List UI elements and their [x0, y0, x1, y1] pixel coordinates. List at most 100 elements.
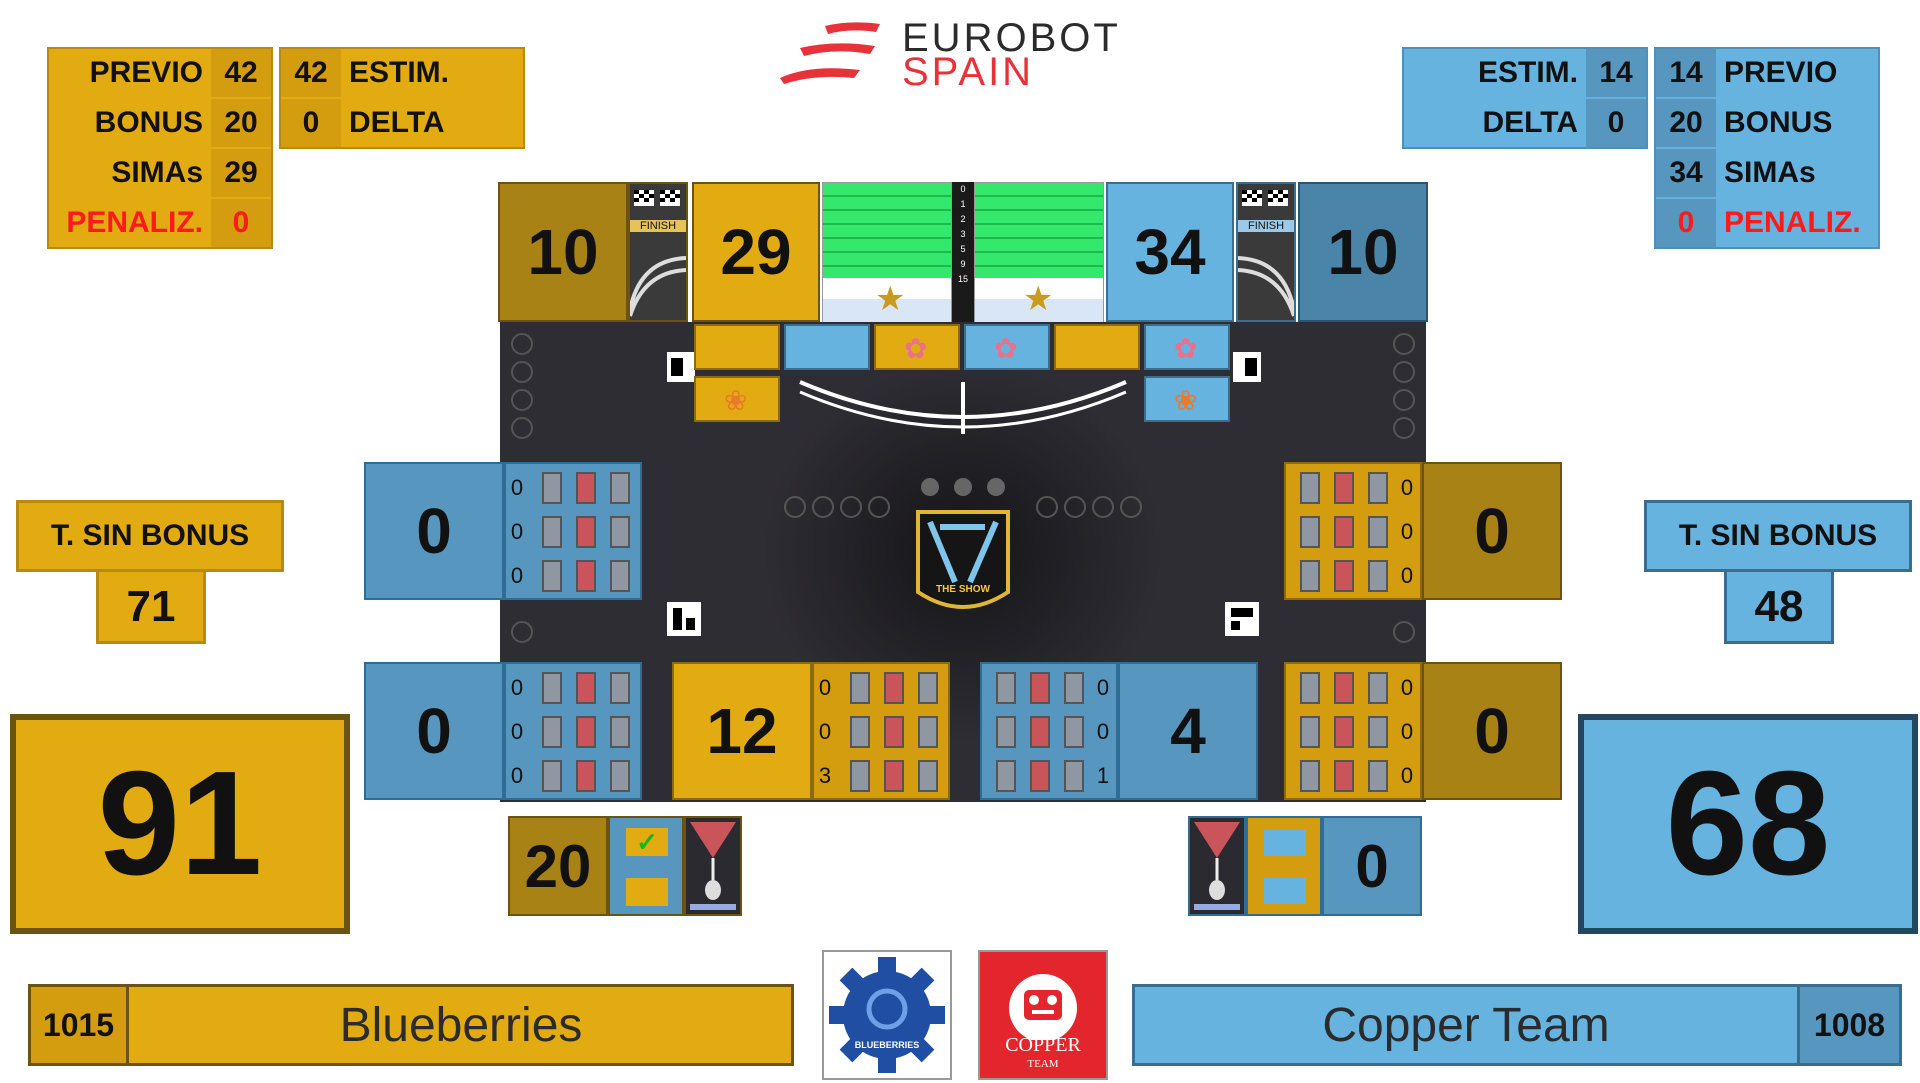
flower-icon: ❀ — [1174, 385, 1198, 416]
right-estim-value: 14 — [1586, 49, 1646, 97]
rack-count: 0 — [1400, 475, 1414, 500]
rack-count: 0 — [510, 719, 524, 744]
guitar-poster-icon — [1194, 822, 1240, 910]
left-previo-value: 42 — [211, 49, 271, 97]
rack-count: 0 — [1400, 519, 1414, 544]
right-finish-flag: FINISH — [1236, 182, 1296, 322]
rack-count: 0 — [1400, 763, 1414, 788]
right-team-name: Copper Team — [1322, 998, 1610, 1052]
right-simas-score: 34 — [1106, 182, 1234, 322]
right-delta-label: DELTA — [1482, 106, 1578, 139]
left-bonus-label: BONUS — [94, 106, 203, 139]
left-sin-bonus-label: T. SIN BONUS — [16, 500, 284, 572]
right-upper-zone-score: 0 — [1422, 462, 1562, 600]
can-icon — [1300, 716, 1320, 748]
left-team-bar — [28, 984, 794, 1066]
left-banner-checks: ✓ — [608, 816, 684, 916]
rack-count: 0 — [510, 519, 524, 544]
left-team-name: Blueberries — [339, 998, 583, 1052]
check-box[interactable]: ✓ — [626, 826, 668, 857]
right-bonus-label: BONUS — [1724, 106, 1833, 139]
right-banner-image — [1188, 816, 1246, 916]
can-icon — [1368, 516, 1388, 548]
can-icon — [610, 672, 630, 704]
progress-column-right: ★ — [974, 182, 1104, 323]
can-icon — [610, 472, 630, 504]
guitar-poster-icon — [690, 822, 736, 910]
can-icon — [576, 760, 596, 792]
star-icon: ★ — [1023, 280, 1054, 318]
check-box-empty[interactable] — [626, 878, 668, 906]
can-icon — [1334, 560, 1354, 592]
star-icon: ★ — [875, 280, 906, 318]
can-icon — [996, 672, 1016, 704]
robot-icon — [1009, 974, 1077, 1040]
can-icon — [1300, 472, 1320, 504]
flower-icon: ✿ — [904, 333, 928, 364]
right-penaliz-label: PENALIZ. — [1724, 206, 1861, 239]
right-simas-label: SIMAs — [1724, 156, 1816, 189]
checkered-flag-icon — [634, 190, 680, 206]
field-tile-plant: ❀ — [694, 376, 780, 422]
can-icon — [542, 516, 562, 548]
checkered-flag-icon — [1242, 190, 1288, 206]
finish-label: FINISH — [630, 220, 686, 232]
right-sin-bonus-value: 48 — [1724, 572, 1834, 644]
left-simas-score: 29 — [692, 182, 820, 322]
can-icon — [542, 560, 562, 592]
check-box-empty[interactable] — [1264, 830, 1306, 856]
check-box-empty[interactable] — [1264, 878, 1306, 904]
can-icon — [542, 472, 562, 504]
can-icon — [1334, 716, 1354, 748]
can-icon — [1064, 672, 1084, 704]
can-icon — [1064, 716, 1084, 748]
eurobot-logo: EUROBOT SPAIN — [780, 16, 1160, 94]
rack-count: 0 — [1400, 563, 1414, 588]
can-icon — [1300, 672, 1320, 704]
rack-count: 0 — [510, 563, 524, 588]
check-icon: ✓ — [636, 826, 658, 857]
left-delta-value: 0 — [281, 99, 341, 147]
left-total-score: 91 — [10, 714, 350, 934]
can-icon — [610, 760, 630, 792]
left-sin-bonus-value: 71 — [96, 572, 206, 644]
flower-icon: ✿ — [1174, 333, 1198, 364]
right-estim-label: ESTIM. — [1477, 56, 1578, 89]
rack-count: 0 — [1400, 675, 1414, 700]
can-icon — [996, 716, 1016, 748]
flower-icon: ❀ — [724, 385, 748, 416]
right-simas-value: 34 — [1656, 149, 1716, 197]
can-icon — [576, 716, 596, 748]
rack-count: 0 — [818, 675, 832, 700]
left-estim-value: 42 — [281, 49, 341, 97]
right-banner-checks — [1246, 816, 1322, 916]
can-icon — [1334, 472, 1354, 504]
can-icon — [1334, 672, 1354, 704]
can-icon — [918, 672, 938, 704]
field-artwork — [511, 333, 1415, 742]
rack-count: 1 — [1096, 763, 1110, 788]
can-icon — [610, 560, 630, 592]
blueberries-logo-text: BLUEBERRIES — [854, 1040, 920, 1050]
field-tile — [694, 324, 780, 370]
can-icon — [884, 672, 904, 704]
gear-icon — [829, 957, 945, 1073]
copper-team-logo: COPPER TEAM — [978, 950, 1108, 1080]
track-arc-icon — [1238, 256, 1294, 317]
blueberries-logo: BLUEBERRIES — [822, 950, 952, 1080]
can-icon — [1368, 560, 1388, 592]
left-delta-label: DELTA — [349, 106, 445, 139]
can-icon — [884, 716, 904, 748]
left-banner-score: 20 — [508, 816, 608, 916]
can-icon — [1368, 472, 1388, 504]
center-right-rack: 0 0 1 — [980, 662, 1118, 800]
logo-line2: SPAIN — [902, 50, 1035, 94]
can-icon — [850, 672, 870, 704]
left-team-number: 1015 — [31, 987, 129, 1063]
can-icon — [1064, 760, 1084, 792]
field-tile-plant: ✿ — [874, 324, 960, 370]
can-icon — [1030, 716, 1050, 748]
playing-field: THE SHOW — [500, 322, 1426, 802]
can-icon — [576, 672, 596, 704]
center-right-zone-score: 4 — [1118, 662, 1258, 800]
